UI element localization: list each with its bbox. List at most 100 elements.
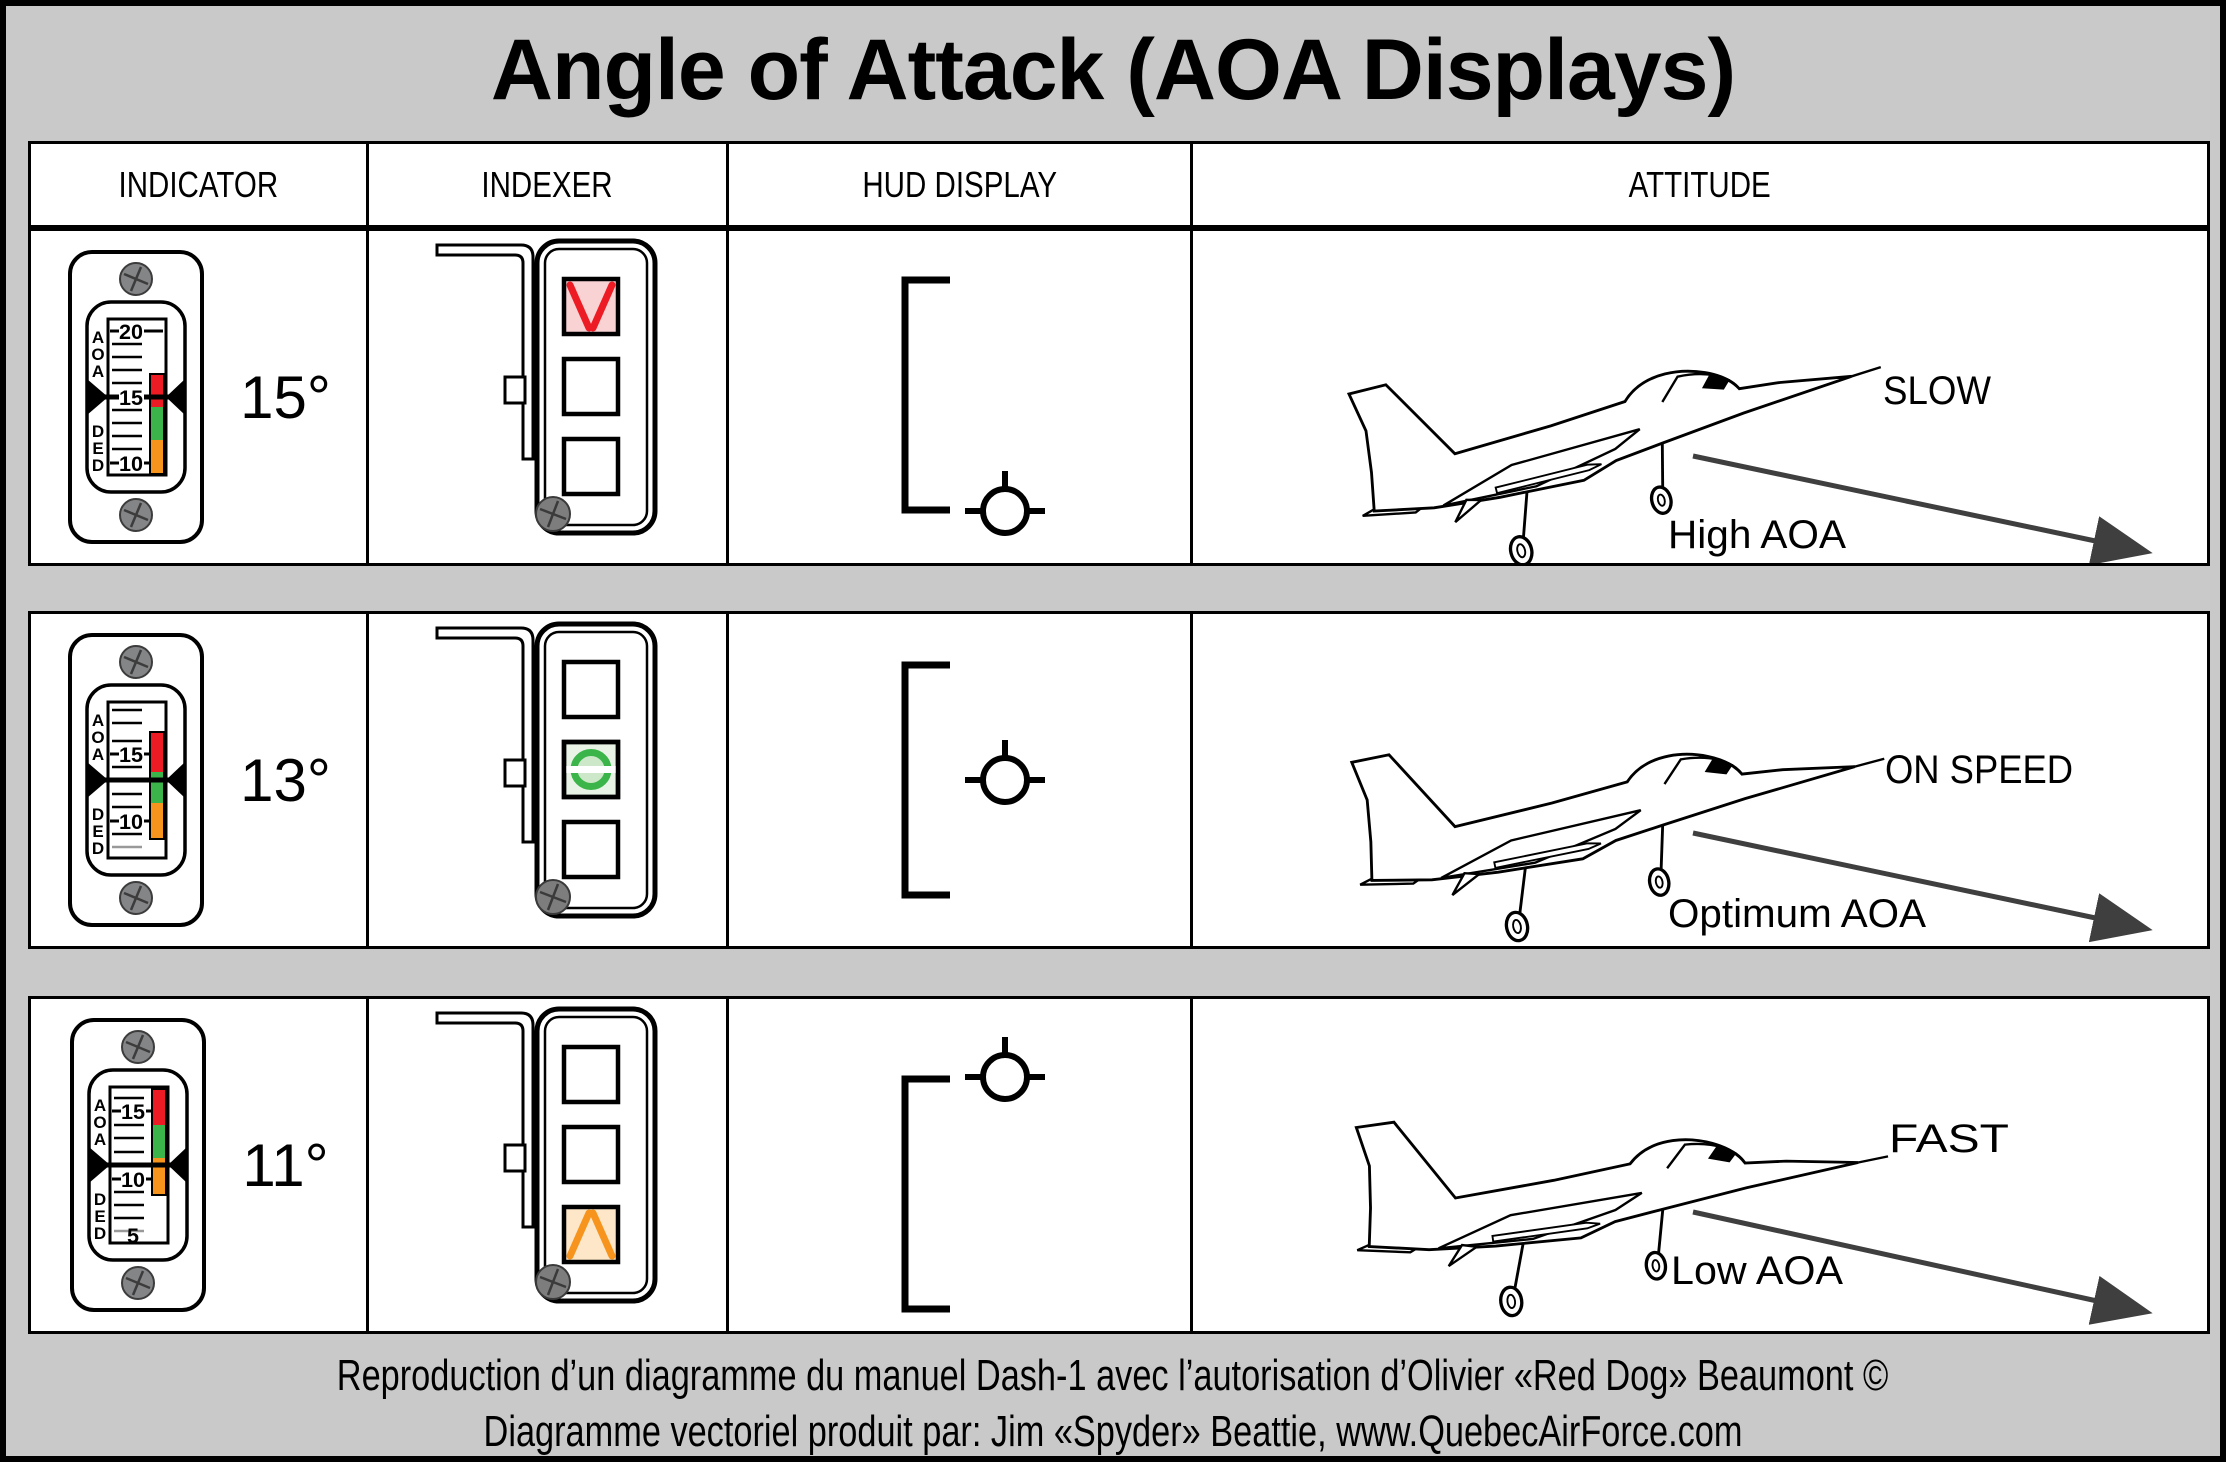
column-header-attitude: ATTITUDE	[1628, 163, 1772, 205]
svg-text:E: E	[92, 439, 103, 458]
screw-icon	[119, 262, 154, 296]
hud-cell-11	[729, 999, 1193, 1331]
f16-aircraft	[1349, 752, 1885, 943]
page-title: Angle of Attack (AOA Displays)	[490, 22, 1736, 118]
svg-text:O: O	[92, 345, 105, 364]
screw-icon	[534, 1264, 571, 1300]
svg-text:E: E	[95, 1207, 106, 1226]
column-header-hud-display: HUD DISPLAY	[729, 144, 1193, 225]
aoa-degrees-label: 13°	[240, 746, 331, 814]
attitude-cell-13: ON SPEED Optimum AOA	[1193, 614, 2207, 946]
aoa-side-label: A O A	[94, 1096, 107, 1149]
indexer-cell-11	[369, 999, 729, 1331]
table-header-row: INDICATOR INDEXER HUD DISPLAY ATTITUDE	[28, 141, 2210, 228]
indexer-side-tab	[503, 1143, 526, 1173]
svg-text:O: O	[94, 1113, 107, 1132]
pointer-left-arrow	[87, 379, 109, 415]
minor-ticks	[112, 342, 143, 451]
aoa-label: Low AOA	[1671, 1249, 1843, 1293]
aoa-indicator-gauge-11: 15 10 5 A O A D E D	[70, 1018, 207, 1312]
indexer-light-top	[561, 659, 620, 720]
flight-path-arrow	[1692, 1209, 2153, 1325]
svg-text:D: D	[92, 422, 104, 441]
aoa-indicator-gauge-13: 15 10 A O A D E D	[68, 633, 205, 927]
screw-icon	[121, 1266, 156, 1300]
screw-icon	[119, 881, 154, 915]
flight-path-arrow	[1692, 830, 2153, 943]
svg-text:A: A	[94, 1130, 106, 1149]
flight-path-marker-icon	[964, 1037, 1045, 1102]
indexer-light-top	[561, 1044, 620, 1105]
table-row-15deg: 20 15 10 A O A D E D	[28, 228, 2210, 566]
pointer-left-arrow	[87, 762, 109, 798]
screw-icon	[534, 496, 571, 532]
screw-icon	[119, 645, 154, 679]
green-band	[152, 1125, 167, 1158]
svg-text:A: A	[92, 711, 104, 730]
column-header-indexer: INDEXER	[369, 144, 729, 225]
indexer-mount-arm	[435, 243, 534, 461]
pointer-right-arrow	[168, 1147, 188, 1183]
red-band	[152, 1089, 167, 1125]
scale-label-10: 10	[119, 811, 143, 834]
flight-path-marker-icon	[964, 471, 1045, 536]
svg-text:D: D	[92, 456, 104, 475]
indexer-side-tab	[503, 758, 526, 788]
aoa-indexer-11	[435, 1006, 657, 1304]
indexer-cell-15	[369, 231, 729, 563]
chevron-up-icon	[566, 1209, 615, 1260]
aoa-indexer-13	[435, 621, 657, 919]
ded-side-label: D E D	[94, 1190, 106, 1243]
aoa-label: High AOA	[1668, 513, 1846, 557]
svg-text:A: A	[92, 362, 104, 381]
speed-label: SLOW	[1883, 369, 1991, 413]
svg-text:O: O	[92, 728, 105, 747]
indicator-cell-15: 20 15 10 A O A D E D	[31, 231, 369, 563]
table-row-11deg: 15 10 5 A O A D E D 11°	[28, 996, 2210, 1334]
minor-ticks	[114, 1096, 145, 1220]
svg-text:D: D	[94, 1224, 106, 1243]
svg-text:D: D	[94, 1190, 106, 1209]
scale-label-10: 10	[121, 1169, 145, 1192]
svg-text:A: A	[94, 1096, 106, 1115]
ded-side-label: D E D	[92, 805, 104, 858]
aoa-table: INDICATOR INDEXER HUD DISPLAY ATTITUDE	[28, 141, 2210, 1334]
scale-label-15: 15	[119, 744, 143, 767]
green-band	[150, 407, 165, 440]
chevron-down-icon	[566, 281, 615, 332]
attitude-illustration-11: FAST Low AOA	[1354, 1117, 2153, 1325]
aoa-degrees-label: 15°	[240, 363, 331, 431]
indexer-light-bottom	[561, 819, 620, 880]
attitude-illustration-15: SLOW High AOA	[1346, 365, 2153, 563]
footer-line-1: Reproduction d’un diagramme du manuel Da…	[337, 1351, 1889, 1400]
scale-label-15: 15	[119, 387, 143, 410]
pointer-right-arrow	[166, 379, 186, 415]
indicator-cell-13: 15 10 A O A D E D 13°	[31, 614, 369, 946]
pointer-right-arrow	[166, 762, 186, 798]
ded-side-label: D E D	[92, 422, 104, 475]
red-band	[150, 732, 165, 772]
indexer-light-middle	[561, 356, 620, 417]
hud-display-15	[901, 276, 1045, 536]
svg-text:D: D	[92, 805, 104, 824]
speed-label: ON SPEED	[1885, 748, 2073, 792]
aoa-bracket	[901, 661, 950, 899]
hud-cell-15	[729, 231, 1193, 563]
svg-text:E: E	[92, 822, 103, 841]
indexer-light-bottom	[561, 436, 620, 497]
scale-label-10: 10	[119, 453, 143, 476]
indexer-mount-arm	[435, 1011, 534, 1229]
scale-label-5: 5	[127, 1225, 139, 1248]
donut-icon	[565, 749, 616, 790]
f16-aircraft	[1354, 1120, 1889, 1318]
aoa-indicator-gauge-15: 20 15 10 A O A D E D	[68, 250, 205, 544]
speed-label: FAST	[1889, 1117, 2009, 1161]
attitude-cell-15: SLOW High AOA	[1193, 231, 2207, 563]
hud-display-13	[901, 661, 1045, 899]
footer-line-2: Diagramme vectoriel produit par: Jim «Sp…	[483, 1407, 1743, 1456]
indexer-mount-arm	[435, 626, 534, 844]
attitude-cell-11: FAST Low AOA	[1193, 999, 2207, 1331]
orange-band	[150, 803, 165, 839]
scale-label-15: 15	[121, 1101, 145, 1124]
